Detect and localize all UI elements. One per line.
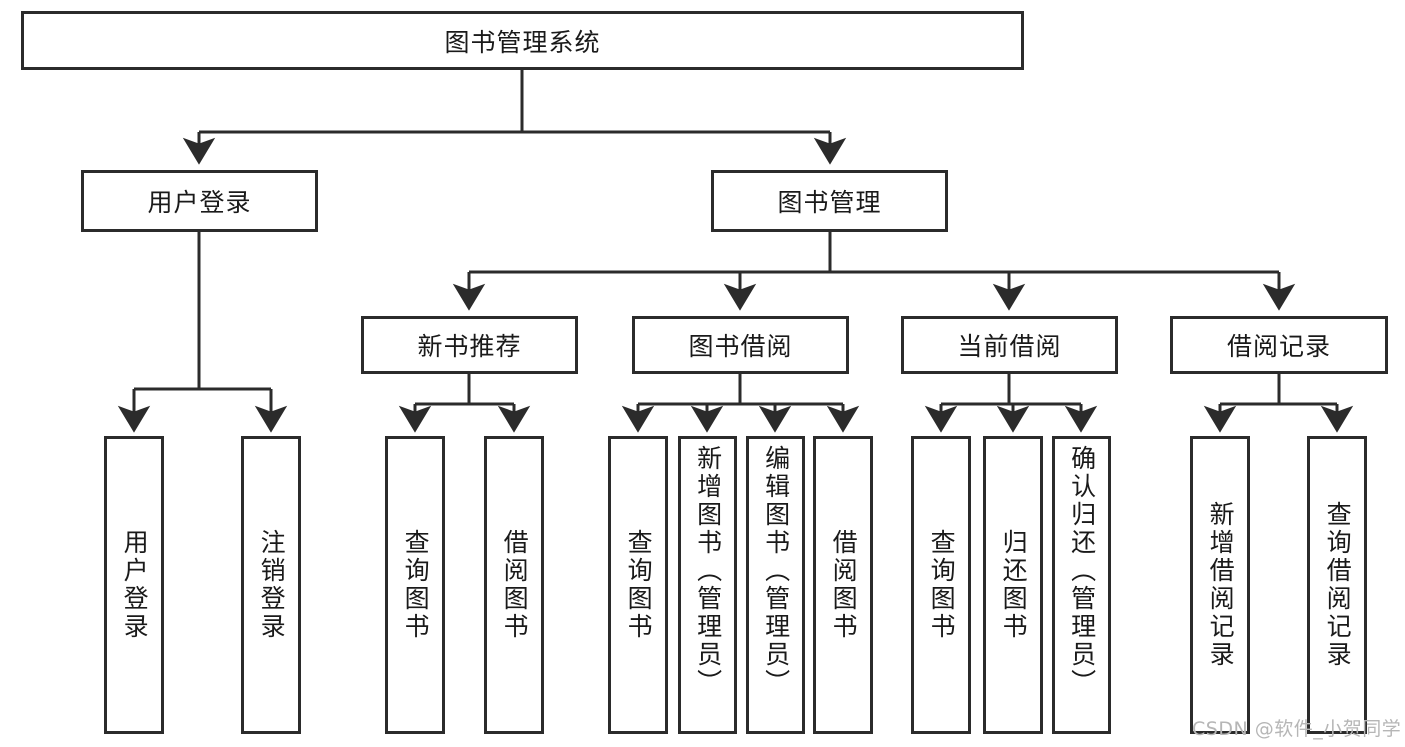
- node-label: 图书借阅: [688, 332, 793, 361]
- node-label: 查询图书: [624, 529, 654, 641]
- node-label: 借阅记录: [1226, 332, 1331, 361]
- edge-current-to-leaves: [924, 374, 1098, 433]
- node-label: 查询图书: [401, 529, 431, 641]
- leaf-add-borrow-record[interactable]: 新增借阅记录: [1190, 436, 1250, 734]
- leaf-confirm-return-admin[interactable]: 确认归还（管理员）: [1052, 436, 1111, 734]
- node-label: 新书推荐: [417, 332, 522, 361]
- node-borrow-record[interactable]: 借阅记录: [1170, 316, 1388, 374]
- leaf-logout[interactable]: 注销登录: [241, 436, 301, 734]
- node-label: 借阅图书: [829, 529, 859, 641]
- node-label: 用户登录: [147, 188, 252, 217]
- leaf-user-login[interactable]: 用户登录: [104, 436, 164, 734]
- leaf-query-book-recommend[interactable]: 查询图书: [385, 436, 445, 734]
- edge-record-to-leaves: [1203, 374, 1354, 433]
- node-label: 图书管理系统: [444, 27, 601, 57]
- edge-root-to-level2: [182, 70, 847, 165]
- leaf-add-book-admin[interactable]: 新增图书（管理员）: [678, 436, 737, 734]
- node-label: 借阅图书: [500, 529, 530, 641]
- edge-userlogin-to-leaves: [117, 232, 288, 433]
- node-root-system[interactable]: 图书管理系统: [21, 11, 1024, 70]
- leaf-query-book-current[interactable]: 查询图书: [911, 436, 971, 734]
- node-label: 注销登录: [257, 529, 287, 641]
- node-current-borrow[interactable]: 当前借阅: [901, 316, 1118, 374]
- leaf-borrow-book-recommend[interactable]: 借阅图书: [484, 436, 544, 734]
- node-label: 确认归还（管理员）: [1067, 445, 1097, 697]
- leaf-edit-book-admin[interactable]: 编辑图书（管理员）: [746, 436, 805, 734]
- node-user-login[interactable]: 用户登录: [81, 170, 318, 232]
- edge-borrow-to-leaves: [621, 374, 860, 433]
- node-label: 用户登录: [120, 529, 150, 641]
- node-label: 查询借阅记录: [1323, 501, 1353, 669]
- node-label: 编辑图书（管理员）: [761, 445, 791, 697]
- edge-newbook-to-leaves: [398, 374, 531, 433]
- node-label: 图书管理: [777, 188, 882, 217]
- node-label: 当前借阅: [957, 332, 1062, 361]
- leaf-query-book-borrow[interactable]: 查询图书: [608, 436, 668, 734]
- node-book-borrow[interactable]: 图书借阅: [632, 316, 849, 374]
- edge-bookmgmt-to-level3: [452, 232, 1296, 311]
- node-label: 新增借阅记录: [1206, 501, 1236, 669]
- node-new-book-recommend[interactable]: 新书推荐: [361, 316, 578, 374]
- node-label: 新增图书（管理员）: [693, 445, 723, 697]
- node-book-management[interactable]: 图书管理: [711, 170, 948, 232]
- leaf-return-book[interactable]: 归还图书: [983, 436, 1043, 734]
- node-label: 归还图书: [999, 529, 1029, 641]
- leaf-borrow-book[interactable]: 借阅图书: [813, 436, 873, 734]
- leaf-query-borrow-record[interactable]: 查询借阅记录: [1307, 436, 1367, 734]
- csdn-watermark: CSDN @软件_小贺同学: [1192, 718, 1402, 740]
- node-label: 查询图书: [927, 529, 957, 641]
